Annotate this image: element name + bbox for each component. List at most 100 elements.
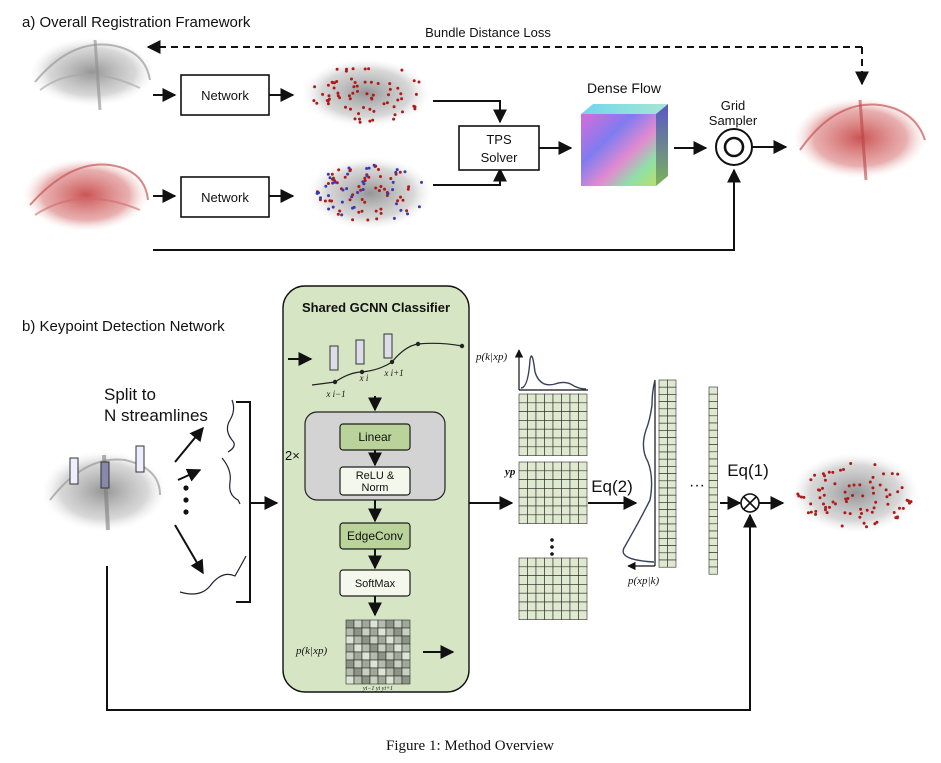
grid-cell bbox=[393, 675, 403, 685]
figure-caption: Figure 1: Method Overview bbox=[386, 738, 554, 754]
arrow-skip-connection bbox=[106, 513, 757, 711]
grid-cell bbox=[708, 386, 718, 395]
grid-cell bbox=[578, 420, 588, 430]
grid-cell bbox=[667, 408, 677, 417]
keypoint-dot bbox=[403, 170, 407, 174]
keypoint-dot bbox=[331, 181, 335, 185]
eq1-label: Eq(1) bbox=[727, 461, 769, 480]
grid-cell bbox=[518, 575, 528, 585]
grid-cell bbox=[535, 393, 545, 404]
keypoint-dot bbox=[799, 495, 803, 499]
keypoint-dot bbox=[319, 196, 322, 200]
keypoint-dot bbox=[395, 202, 398, 206]
keypoint-dot bbox=[368, 107, 372, 111]
grid-cell bbox=[658, 444, 668, 453]
keypoint-dot bbox=[330, 80, 334, 84]
grid-dot-1 bbox=[550, 538, 554, 542]
keypoint-dot bbox=[873, 522, 877, 526]
grid-cell bbox=[345, 643, 355, 653]
keypoint-dot bbox=[326, 83, 330, 87]
keypoint-dot bbox=[352, 205, 356, 209]
keypoint-dot bbox=[358, 117, 361, 121]
grid-cell bbox=[708, 393, 718, 402]
grid-cell bbox=[552, 437, 562, 448]
grid-cell bbox=[658, 466, 668, 474]
streamline-3 bbox=[179, 555, 247, 595]
keypoint-dot bbox=[401, 198, 405, 202]
grid-cell bbox=[518, 601, 528, 612]
keypoint-dot bbox=[399, 208, 403, 212]
grid-cell bbox=[377, 659, 387, 669]
grid-cell bbox=[401, 627, 411, 637]
tps-label-2: Solver bbox=[481, 150, 519, 165]
keypoint-dot bbox=[888, 493, 892, 497]
grid-cell bbox=[544, 402, 554, 412]
keypoint-dot bbox=[344, 105, 347, 109]
grid-cell bbox=[527, 601, 537, 612]
grid-cell bbox=[518, 437, 528, 448]
grid-cell bbox=[561, 575, 571, 585]
grid-cell bbox=[667, 415, 677, 424]
keypoint-dot bbox=[824, 505, 828, 509]
keypoint-dot bbox=[872, 506, 876, 510]
bottom-grid-label: yi−1 yi yi+1 bbox=[362, 686, 393, 692]
grid-cell bbox=[578, 592, 588, 603]
keypoint-dot bbox=[379, 185, 383, 188]
grid-cell bbox=[708, 545, 718, 553]
grid-cell bbox=[569, 575, 579, 585]
keypoint-dot bbox=[357, 185, 361, 188]
grid-cell bbox=[578, 488, 588, 498]
keypoint-dot bbox=[417, 80, 421, 84]
grid-cell bbox=[578, 437, 588, 448]
keypoint-dot bbox=[389, 177, 393, 180]
keypoint-dot bbox=[335, 67, 339, 71]
grid-cell bbox=[518, 610, 528, 620]
grid-cell bbox=[658, 386, 668, 395]
keypoint-dot bbox=[360, 209, 364, 213]
keypoint-dot bbox=[312, 99, 316, 103]
grid-cell bbox=[393, 619, 403, 629]
keypoint-dot bbox=[371, 93, 375, 97]
grid-cell bbox=[708, 537, 718, 546]
grid-cell bbox=[544, 470, 554, 480]
keypoint-dot bbox=[844, 497, 848, 501]
grid-cell bbox=[345, 627, 355, 637]
keypoint-dot bbox=[843, 511, 847, 515]
column-grid-2 bbox=[708, 386, 718, 575]
keypoint-dot bbox=[400, 97, 404, 101]
keypoint-dot bbox=[851, 494, 854, 497]
keypoint-dot bbox=[413, 107, 417, 111]
keypoint-dot bbox=[842, 468, 845, 471]
keypoint-dot bbox=[335, 80, 339, 83]
relu-label-2: Norm bbox=[362, 482, 389, 494]
grid-cell bbox=[667, 502, 677, 510]
keypoint-dot bbox=[321, 92, 325, 96]
keypoint-dot bbox=[363, 200, 367, 204]
grid-cell bbox=[544, 411, 554, 421]
keypoint-dot bbox=[379, 211, 383, 215]
grid-cell bbox=[561, 496, 571, 507]
grid-cell bbox=[544, 461, 554, 472]
grid-cell bbox=[561, 411, 571, 421]
keypoint-dot bbox=[338, 209, 342, 213]
grid-cell bbox=[353, 651, 363, 661]
keypoint-dot bbox=[814, 509, 818, 513]
grid-cell bbox=[518, 420, 528, 430]
grid-cell bbox=[385, 667, 395, 677]
keypoint-dot bbox=[823, 508, 827, 512]
keypoint-dot bbox=[313, 85, 317, 89]
grid-cell bbox=[377, 675, 387, 685]
grid-cell bbox=[518, 514, 528, 524]
grid-cell bbox=[552, 514, 562, 524]
grid-cell bbox=[377, 643, 387, 653]
grid-cell bbox=[569, 437, 579, 448]
grid-cell bbox=[667, 444, 677, 453]
grid-cell bbox=[667, 386, 677, 395]
keypoint-dot bbox=[332, 176, 335, 180]
split-arrow-1 bbox=[174, 426, 204, 463]
keypoint-dot bbox=[337, 168, 341, 172]
keypoint-dot bbox=[412, 79, 416, 83]
keypoint-dot bbox=[858, 515, 862, 519]
keypoint-dot bbox=[376, 82, 380, 85]
streamline-2 bbox=[221, 457, 241, 505]
